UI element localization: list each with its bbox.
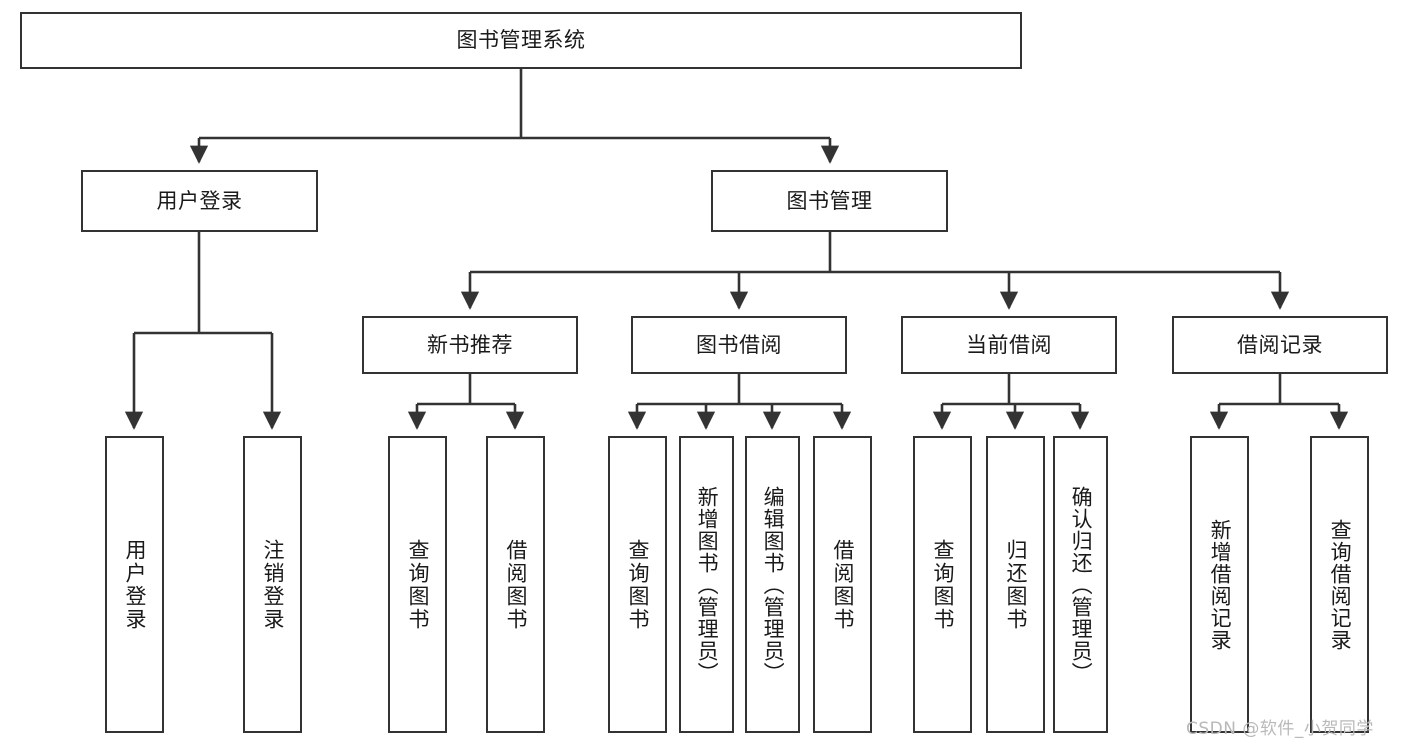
leaf-confirm-return-admin[interactable]: 确认归还（管理员）	[1053, 436, 1108, 733]
leaf-user-login-label: 用户登录	[122, 538, 147, 631]
node-borrow-record-label: 借阅记录	[1237, 332, 1323, 357]
leaf-confirm-return-admin-label: 确认归还（管理员）	[1069, 485, 1094, 684]
node-current-borrow-label: 当前借阅	[966, 332, 1052, 357]
leaf-add-borrow-record[interactable]: 新增借阅记录	[1190, 436, 1249, 733]
node-book-manage[interactable]: 图书管理	[711, 170, 948, 232]
leaf-query-book-newbook-label: 查询图书	[405, 538, 430, 631]
node-new-book-recommend-label: 新书推荐	[427, 332, 513, 357]
node-user-login-label: 用户登录	[156, 188, 243, 213]
leaf-query-borrow-record[interactable]: 查询借阅记录	[1310, 436, 1369, 733]
leaf-add-book-admin-label: 新增图书（管理员）	[695, 485, 720, 684]
leaf-borrow-book-newbook[interactable]: 借阅图书	[486, 436, 545, 733]
node-book-borrow-label: 图书借阅	[696, 332, 782, 357]
leaf-logout[interactable]: 注销登录	[243, 436, 302, 733]
leaf-add-book-admin[interactable]: 新增图书（管理员）	[679, 436, 734, 733]
watermark-text: CSDN @软件_小贺同学	[1186, 719, 1374, 739]
leaf-edit-book-admin-label: 编辑图书（管理员）	[761, 485, 786, 684]
leaf-borrow-book-newbook-label: 借阅图书	[503, 538, 528, 631]
node-book-borrow[interactable]: 图书借阅	[631, 316, 847, 374]
node-new-book-recommend[interactable]: 新书推荐	[362, 316, 578, 374]
leaf-query-book-current-label: 查询图书	[930, 538, 955, 631]
node-root-label: 图书管理系统	[456, 28, 586, 53]
leaf-edit-book-admin[interactable]: 编辑图书（管理员）	[745, 436, 800, 733]
leaf-query-book-borrow-label: 查询图书	[625, 538, 650, 631]
leaf-add-borrow-record-label: 新增借阅记录	[1208, 518, 1233, 651]
leaf-borrow-book[interactable]: 借阅图书	[813, 436, 872, 733]
leaf-query-book-current[interactable]: 查询图书	[913, 436, 972, 733]
node-current-borrow[interactable]: 当前借阅	[901, 316, 1117, 374]
leaf-query-book-newbook[interactable]: 查询图书	[388, 436, 447, 733]
leaf-borrow-book-label: 借阅图书	[830, 538, 855, 631]
leaf-query-book-borrow[interactable]: 查询图书	[608, 436, 667, 733]
node-root[interactable]: 图书管理系统	[20, 12, 1022, 69]
leaf-query-borrow-record-label: 查询借阅记录	[1328, 518, 1353, 651]
leaf-return-book-label: 归还图书	[1003, 538, 1028, 631]
node-book-manage-label: 图书管理	[786, 188, 873, 213]
node-user-login[interactable]: 用户登录	[81, 170, 318, 232]
leaf-return-book[interactable]: 归还图书	[986, 436, 1045, 733]
leaf-user-login[interactable]: 用户登录	[105, 436, 164, 733]
node-borrow-record[interactable]: 借阅记录	[1172, 316, 1388, 374]
leaf-logout-label: 注销登录	[260, 538, 285, 631]
